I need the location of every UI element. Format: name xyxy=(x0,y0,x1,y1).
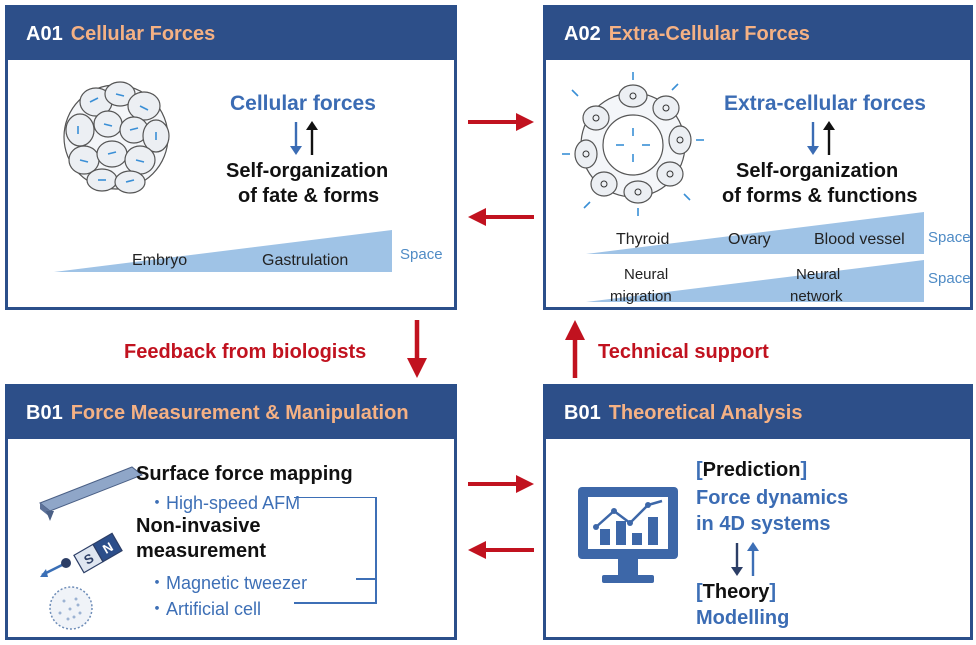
a02-scale-neural-migration-1: Neural xyxy=(624,266,669,283)
prediction-bracket-close: ] xyxy=(800,459,808,481)
panel-a02-code: A02 xyxy=(564,23,601,45)
force-dynamics-1: Force dynamics xyxy=(696,487,849,509)
theory-bracket-open: [ xyxy=(696,581,703,603)
arrow-b01-right-to-left xyxy=(468,541,534,559)
prediction-line: [Prediction] xyxy=(696,459,807,482)
panel-a02-title: Extra-Cellular Forces xyxy=(608,23,810,45)
a02-subheading-1: Self-organization xyxy=(736,160,899,182)
a01-scale-wedge xyxy=(54,230,392,272)
panel-b01-measurement-header: B01 Force Measurement & Manipulation xyxy=(8,387,454,439)
support-label: Technical support xyxy=(598,341,769,363)
epithelial-ring-illustration xyxy=(562,72,704,216)
b01-item2-heading-1: Non-invasive xyxy=(136,515,261,537)
panel-a01-header: A01 Cellular Forces xyxy=(8,8,454,60)
a02-space-label-2: Space xyxy=(928,270,971,287)
afm-cantilever-icon xyxy=(39,466,143,521)
b01-item1-bullet: ・High-speed AFM xyxy=(148,493,301,513)
b01-item1-heading: Surface force mapping xyxy=(136,463,353,485)
b01-item2-bullet-1: ・Magnetic tweezer xyxy=(148,573,308,593)
a01-space-label: Space xyxy=(400,246,443,263)
a02-scale-thyroid: Thyroid xyxy=(616,231,670,248)
modelling-label: Modelling xyxy=(696,607,790,629)
a01-down-up-arrows xyxy=(290,121,318,155)
a02-scale-neural-migration-2: migration xyxy=(610,288,672,305)
embryo-illustration xyxy=(63,81,170,194)
a01-subheading-1: Self-organization xyxy=(226,160,389,182)
b01-item2-bullet-2: ・Artificial cell xyxy=(148,599,262,619)
panel-a01-title: Cellular Forces xyxy=(70,23,216,45)
artificial-cell-icon xyxy=(49,586,93,630)
panel-b01-measurement-title: Force Measurement & Manipulation xyxy=(70,402,409,424)
a02-scale-ovary: Ovary xyxy=(728,231,771,248)
a02-scale-wedge-2 xyxy=(586,260,924,302)
panel-a01-code: A01 xyxy=(26,23,63,45)
prediction-label: Prediction xyxy=(702,459,801,481)
arrow-b01-left-to-right xyxy=(468,475,534,493)
a02-subheading-2: of forms & functions xyxy=(722,185,918,207)
panel-b01-theory-title: Theoretical Analysis xyxy=(608,402,803,424)
monitor-chart-icon xyxy=(578,487,678,583)
prediction-bracket-open: [ xyxy=(696,459,703,481)
a02-space-label-1: Space xyxy=(928,229,971,246)
arrow-a02-to-a01 xyxy=(468,208,534,226)
a01-scale-gastrulation: Gastrulation xyxy=(262,252,349,269)
a02-scale-neural-network-2: network xyxy=(790,288,843,305)
magnet-icon: S N xyxy=(40,532,123,577)
panel-b01-measurement-code: B01 xyxy=(26,402,63,424)
arrow-a01-to-a02 xyxy=(468,113,534,131)
a02-heading: Extra-cellular forces xyxy=(724,92,926,115)
a02-scale-wedge-1 xyxy=(586,212,924,254)
panel-b01-theory-header: B01 Theoretical Analysis xyxy=(546,387,970,439)
panel-b01-theory-code: B01 xyxy=(564,402,601,424)
theory-bracket-close: ] xyxy=(769,581,777,603)
feedback-label: Feedback from biologists xyxy=(124,341,367,363)
b01-down-up-arrows xyxy=(731,542,759,576)
arrow-feedback-down xyxy=(407,320,427,378)
a02-down-up-arrows xyxy=(807,121,835,155)
a01-heading: Cellular forces xyxy=(230,92,376,115)
a02-scale-neural-network-1: Neural xyxy=(796,266,841,283)
a01-scale-embryo: Embryo xyxy=(132,252,188,269)
a01-subheading-2: of fate & forms xyxy=(238,185,380,207)
force-dynamics-2: in 4D systems xyxy=(696,513,831,535)
a02-scale-blood-vessel: Blood vessel xyxy=(814,231,905,248)
b01-bracket xyxy=(294,497,377,604)
panel-a02-header: A02 Extra-Cellular Forces xyxy=(546,8,970,60)
theory-label: Theory xyxy=(702,581,770,603)
theory-line: [Theory] xyxy=(696,581,776,604)
arrow-support-up xyxy=(565,320,585,378)
b01-item2-heading-2: measurement xyxy=(136,540,267,562)
panel-a01: A01 Cellular Forces Cellular forces xyxy=(5,5,457,310)
